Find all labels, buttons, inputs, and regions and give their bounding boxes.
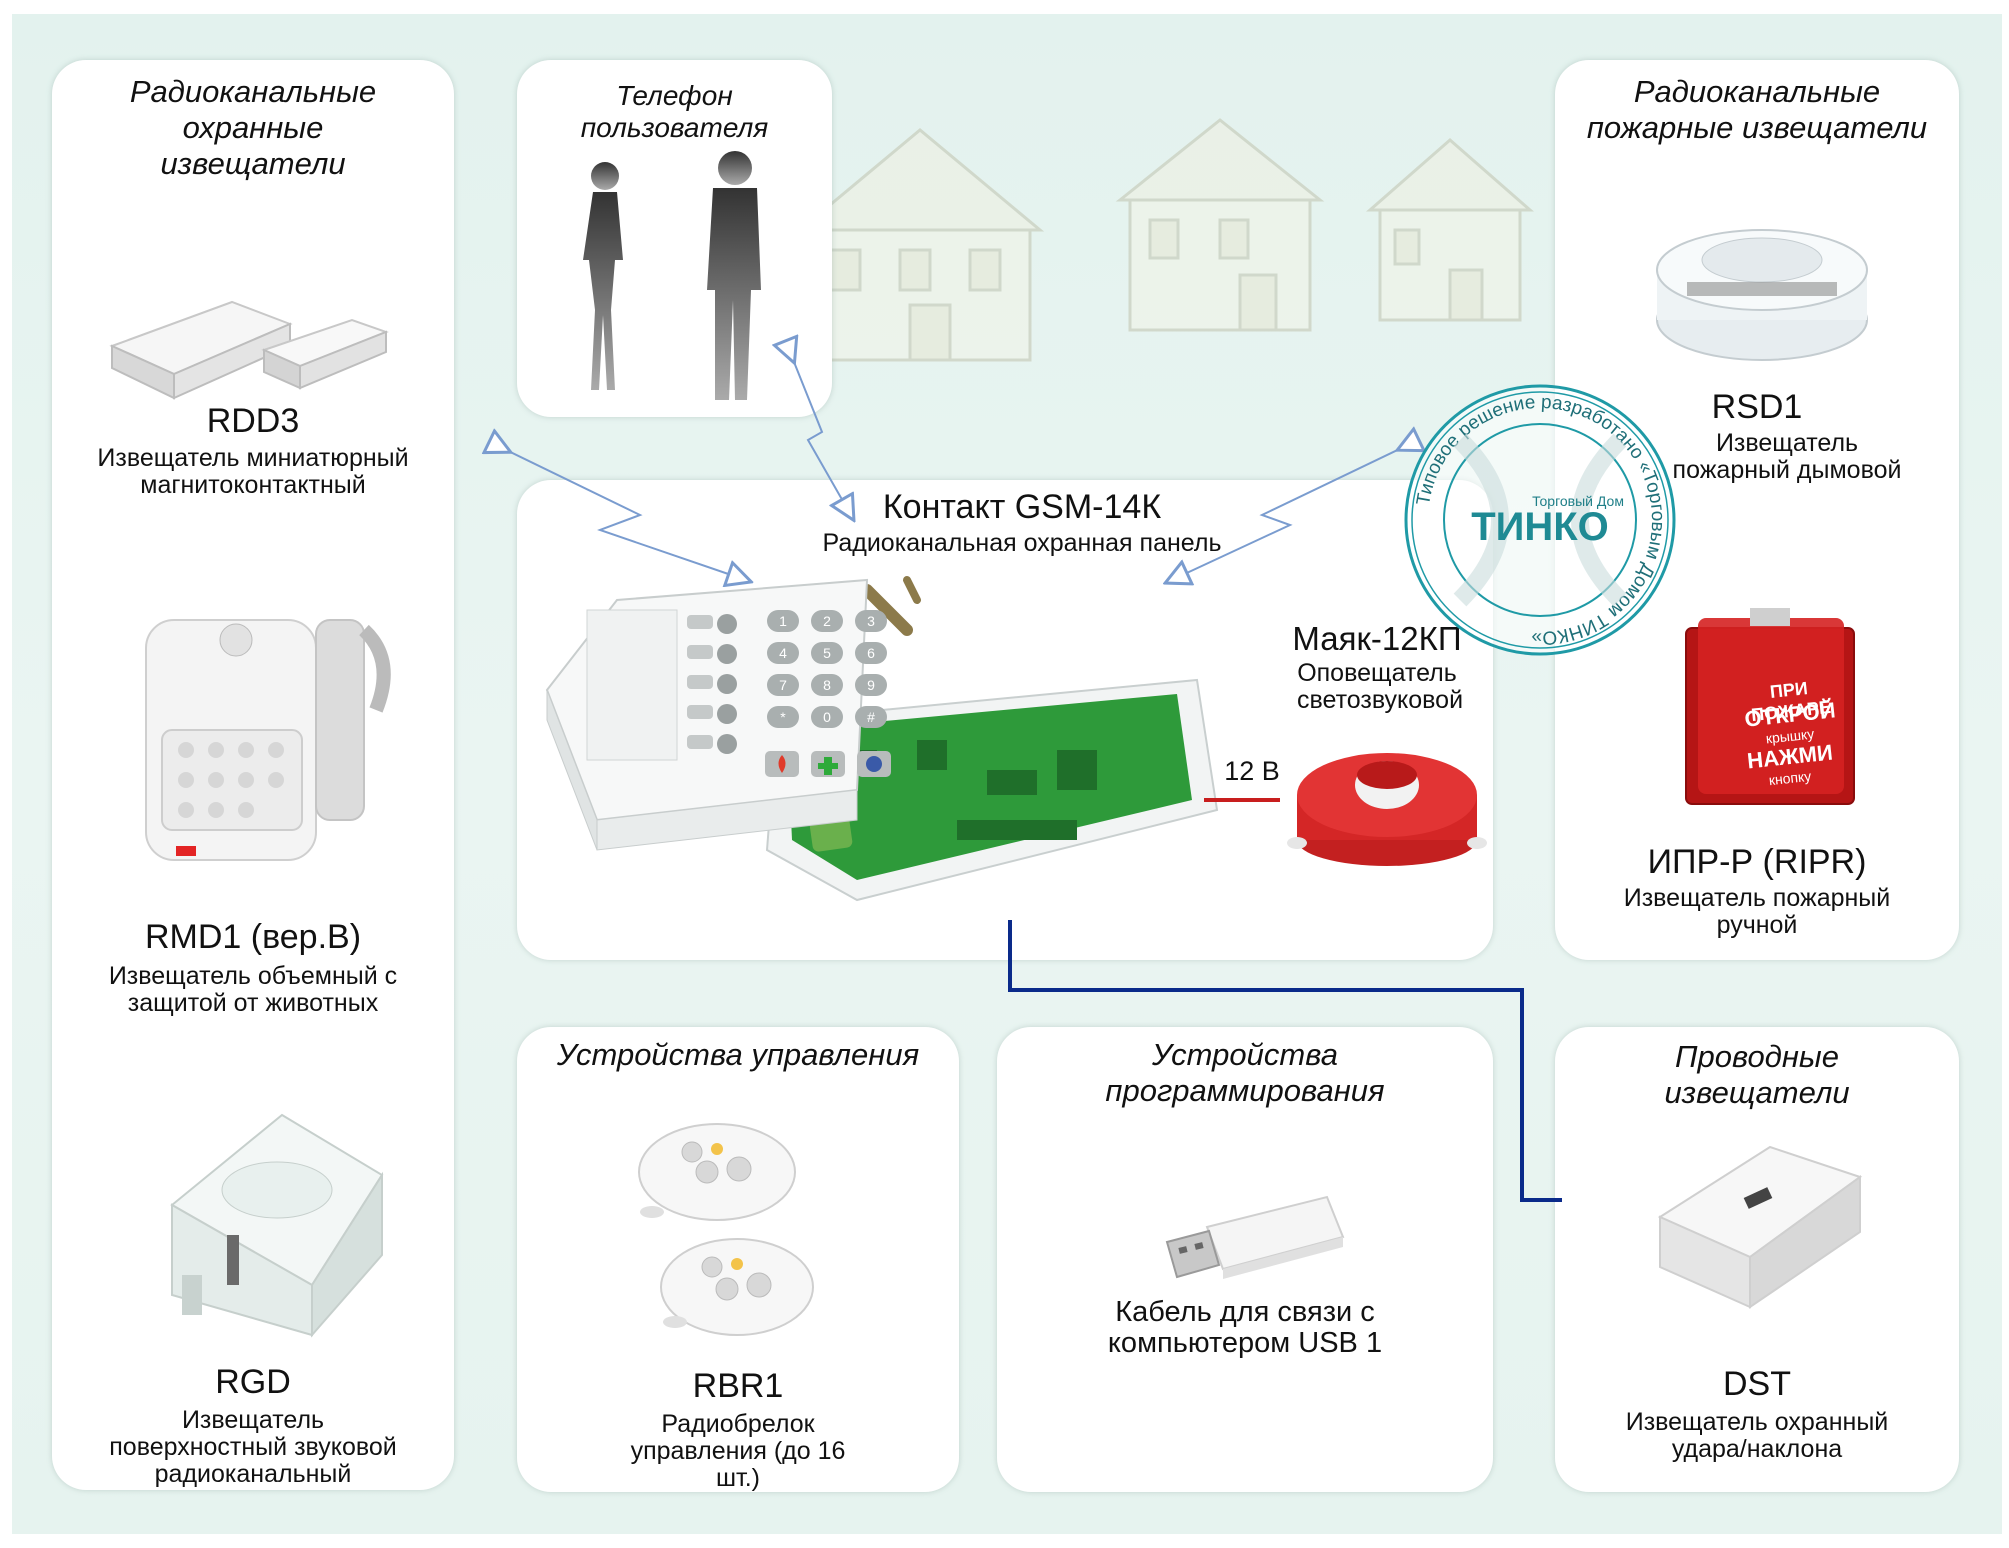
voltage-label: 12 В xyxy=(1224,756,1280,786)
keypad-key: 2 xyxy=(811,610,843,632)
panel-control-devices: Устройства управления RBR1 Радиобрелок у… xyxy=(517,1027,959,1492)
panel-programming-devices: Устройства программирования Кабель для с… xyxy=(997,1027,1493,1492)
keypad-key: * xyxy=(767,706,799,728)
panel-title: Радиоканальные пожарные извещатели xyxy=(1586,74,1928,145)
radio-link-right xyxy=(1176,445,1408,578)
rbr1-desc: Радиобрелок управления (до 16 шт.) xyxy=(630,1410,846,1492)
houses-illustration xyxy=(795,118,1534,362)
ripr-image xyxy=(1685,608,1855,805)
phone-users-silhouettes xyxy=(583,151,761,400)
rgd-image xyxy=(170,1113,384,1338)
rmd1-desc: Извещатель объемный с защитой от животны… xyxy=(108,962,398,1017)
rgd-desc: Извещатель поверхностный звуковой радиок… xyxy=(109,1406,397,1488)
rbr1-name: RBR1 xyxy=(692,1367,784,1405)
keypad: 1 2 3 4 5 6 7 8 9 * 0 # xyxy=(767,610,897,750)
panel-title: Устройства управления xyxy=(556,1037,920,1072)
rsd1-image xyxy=(1656,229,1868,361)
rdd3-desc: Извещатель миниатюрный магнитоконтактный xyxy=(97,444,409,499)
gsm14k-device-image xyxy=(545,576,1219,902)
panel-title: Контакт GSM-14К xyxy=(882,488,1162,526)
keypad-key: 0 xyxy=(811,706,843,728)
keypad-key: 9 xyxy=(855,674,887,696)
dst-image xyxy=(1657,1145,1863,1309)
rbr1-image xyxy=(638,1123,814,1336)
siren-image xyxy=(1287,753,1487,866)
keypad-key: 4 xyxy=(767,642,799,664)
rmd1-name: RMD1 (вер.В) xyxy=(144,918,362,956)
rdd3-image xyxy=(109,300,389,400)
panel-title: Радиоканальные охранные извещатели xyxy=(129,74,377,181)
panel-wired-detectors: Проводные извещатели DST Извещатель охра… xyxy=(1555,1027,1959,1492)
keypad-key: 3 xyxy=(855,610,887,632)
rsd1-desc: Извещатель пожарный дымовой xyxy=(1672,429,1902,484)
panel-title: Проводные извещатели xyxy=(1664,1039,1850,1110)
keypad-key: 7 xyxy=(767,674,799,696)
panel-title: Устройства программирования xyxy=(1105,1037,1385,1108)
rgd-name: RGD xyxy=(215,1363,291,1401)
rdd3-name: RDD3 xyxy=(206,402,300,440)
panel-radio-fire-detectors: Радиоканальные пожарные извещатели RSD1 … xyxy=(1555,60,1959,960)
usb-cable-desc: Кабель для связи с компьютером USB 1 xyxy=(1107,1296,1383,1359)
usb-cable-image xyxy=(1165,1195,1345,1279)
siren-name: Маяк-12КП xyxy=(1292,620,1462,657)
tinko-stamp: Типовое решение разработано «Торговым До… xyxy=(1404,384,1676,656)
panel-radio-security-detectors: Радиоканальные охранные извещатели RDD3 … xyxy=(52,60,454,1490)
stamp-logo-top: Торговый Дом xyxy=(1532,493,1624,509)
panel-title: Телефон пользователя xyxy=(580,80,769,143)
siren-desc: Оповещатель светозвуковой xyxy=(1297,659,1464,714)
keypad-key: 1 xyxy=(767,610,799,632)
panel-subtitle: Радиоканальная охранная панель xyxy=(822,529,1222,557)
radio-link-left xyxy=(500,447,740,578)
keypad-key: 6 xyxy=(855,642,887,664)
stamp-logo-main: ТИНКО xyxy=(1471,505,1609,549)
rsd1-name: RSD1 xyxy=(1711,388,1803,426)
rmd1-image xyxy=(145,619,391,861)
dst-desc: Извещатель охранный удара/наклона xyxy=(1625,1408,1889,1463)
keypad-key: 8 xyxy=(811,674,843,696)
keypad-key: # xyxy=(855,706,887,728)
ripr-name: ИПР-Р (RIPR) xyxy=(1647,843,1867,881)
ripr-desc: Извещатель пожарный ручной xyxy=(1623,884,1891,939)
keypad-function-keys xyxy=(765,751,891,777)
radio-link-phone xyxy=(790,352,848,510)
keypad-key: 5 xyxy=(811,642,843,664)
dst-name: DST xyxy=(1723,1365,1791,1403)
wire-wired-detector-blue xyxy=(1008,920,1562,1202)
